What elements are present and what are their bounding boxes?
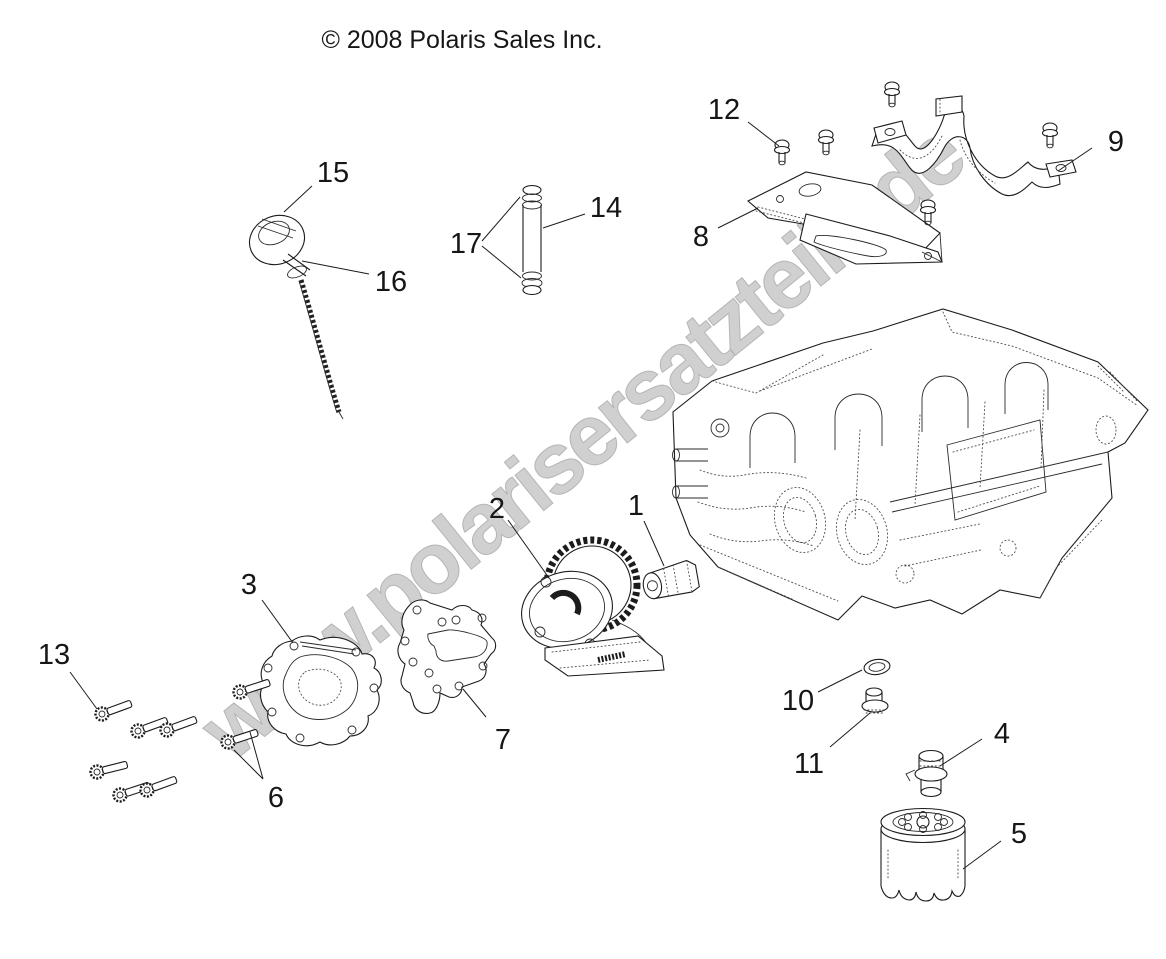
part-fitting-plug [642,559,700,600]
copyright-text: © 2008 Polaris Sales Inc. [321,26,602,54]
callout-8: 8 [693,221,709,253]
leader-2 [507,519,550,579]
callout-10: 10 [782,685,814,717]
callout-11: 11 [794,748,824,780]
part-bolt-set [89,679,271,803]
callout-9: 9 [1108,126,1124,158]
leader-16 [301,260,370,275]
callout-5: 5 [1011,818,1027,850]
leader-8 [717,207,759,229]
leader-lines [69,121,1093,870]
part-oil-pump [521,536,665,677]
part-filter-nipple [905,749,948,798]
leader-1 [643,520,665,567]
callout-4: 4 [994,718,1010,750]
leader-12 [747,121,780,147]
leader-15 [283,185,313,213]
callout-1: 1 [628,490,644,522]
leader-3 [261,599,294,644]
callout-6: 6 [268,782,284,814]
part-oil-filter [880,807,966,902]
leader-6 [233,731,264,780]
leader-10 [817,669,863,693]
callout-15: 15 [317,157,349,189]
leader-9 [1057,147,1093,172]
part-oil-tube [521,184,543,296]
part-pump-cover [259,635,382,747]
part-crankcase [672,308,1149,621]
leader-17 [481,196,522,279]
callout-17: 17 [450,228,482,260]
callout-16: 16 [375,266,407,298]
leader-4 [939,738,983,767]
callout-3: 3 [241,569,257,601]
part-dipstick [248,214,344,420]
part-oring-bottom [522,271,542,281]
leader-5 [962,840,1002,870]
part-drain-plug [861,687,889,714]
leader-11 [829,712,871,748]
leader-14 [542,213,586,229]
part-oring-top [522,193,542,203]
callout-13: 13 [38,639,70,671]
callout-7: 7 [495,724,511,756]
callout-14: 14 [590,192,622,224]
part-seal-washer [863,658,891,676]
leader-7 [462,688,487,718]
part-bracket-saddle [871,95,1077,197]
callout-2: 2 [489,493,505,525]
part-gasket [397,599,497,714]
part-bracket-flat [747,171,943,265]
callout-12: 12 [708,94,740,126]
part-screw-set [773,81,1059,226]
leader-13 [69,671,98,710]
